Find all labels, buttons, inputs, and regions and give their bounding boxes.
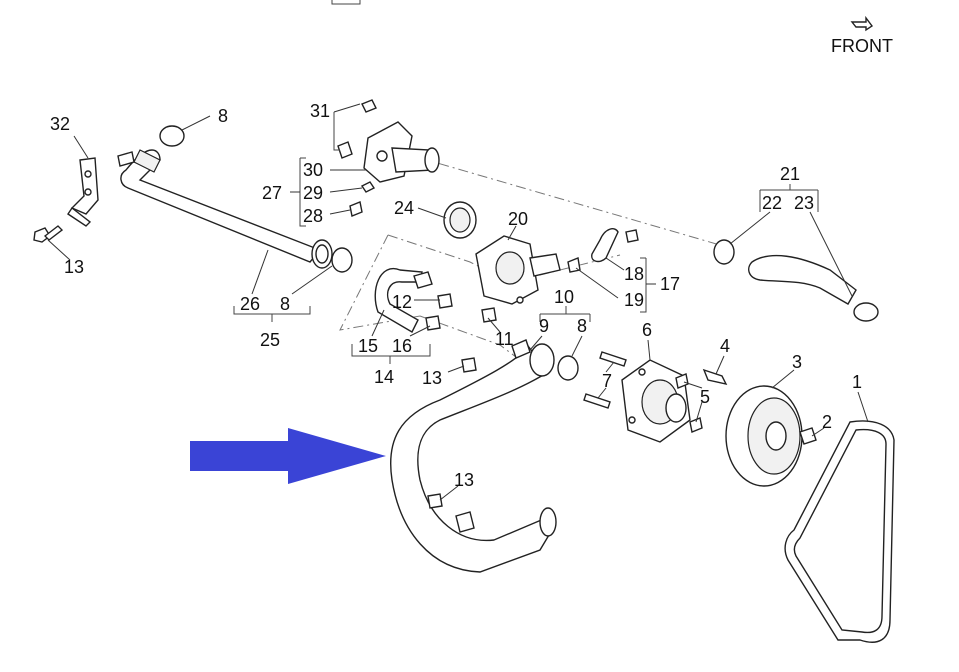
part-2-bolt: [799, 427, 817, 445]
part-8-oring-upper: [159, 125, 185, 147]
part-26-hose: [117, 149, 333, 269]
part-20-thermostat-housing: [475, 235, 561, 305]
callout-6: 6: [642, 320, 652, 340]
callout-21: 21: [780, 164, 800, 184]
part-8-oring-lower: [557, 355, 579, 381]
part-5-bolt-a: [675, 373, 689, 389]
callout-8-lower: 8: [577, 316, 587, 336]
callout-11: 11: [495, 329, 514, 349]
callout-8-mid: 8: [280, 294, 290, 314]
part-30-outlet-housing: [363, 121, 440, 183]
part-17-clamp: [625, 229, 639, 243]
part-5-bolt-b: [689, 417, 703, 433]
callout-13-mid: 13: [422, 368, 442, 388]
callout-29: 29: [303, 183, 323, 203]
callout-4: 4: [720, 336, 730, 356]
part-11-bolt-a: [437, 293, 453, 309]
part-13-bolt-mid: [461, 357, 477, 373]
callout-12: 12: [392, 292, 412, 312]
part-7-stud-lower: [583, 393, 611, 409]
callout-22: 22: [762, 193, 782, 213]
callout-23: 23: [794, 193, 814, 213]
front-label: FRONT: [831, 36, 893, 56]
part-16-clamp: [425, 315, 441, 331]
part-8-oring-mid: [331, 247, 353, 273]
part-32-bracket: [67, 157, 99, 227]
callout-28: 28: [303, 206, 323, 226]
top-edge-mark: [331, 0, 361, 5]
part-3-pulley: [725, 385, 803, 487]
indicator-arrow: [190, 428, 386, 484]
callout-30: 30: [303, 160, 323, 180]
part-7-stud-upper: [599, 351, 627, 367]
callout-7: 7: [602, 371, 612, 391]
part-12-clamp: [413, 271, 433, 289]
part-18-small-hose: [591, 228, 619, 263]
callout-labels: 1 2 3 4 5 6 7 8 8 8 9 10 11 12 13 13 13 …: [50, 101, 862, 490]
callout-17: 17: [660, 274, 680, 294]
callout-2: 2: [822, 412, 832, 432]
part-4-bolt: [702, 368, 728, 386]
callout-18: 18: [624, 264, 644, 284]
part-28-bolt: [349, 201, 363, 217]
part-29-clip: [360, 181, 376, 193]
callout-15: 15: [358, 336, 378, 356]
callout-5: 5: [700, 387, 710, 407]
leader-lines: [47, 103, 869, 501]
callout-26: 26: [240, 294, 260, 314]
callout-20: 20: [508, 209, 528, 229]
part-22-clamp: [713, 239, 735, 265]
part-24-thermostat: [443, 201, 477, 239]
part-13-bolt-lower: [427, 493, 443, 509]
callout-1: 1: [852, 372, 862, 392]
front-arrow-icon: [850, 15, 874, 32]
callout-32: 32: [50, 114, 70, 134]
callout-3: 3: [792, 352, 802, 372]
callout-31: 31: [310, 101, 330, 121]
part-15-hose: [374, 267, 423, 333]
callout-25: 25: [260, 330, 280, 350]
callout-10: 10: [554, 287, 574, 307]
part-23-hose: [713, 239, 879, 322]
callout-13-lower: 13: [454, 470, 474, 490]
callout-27: 27: [262, 183, 282, 203]
callout-9: 9: [539, 316, 549, 336]
callout-13-left: 13: [64, 257, 84, 277]
callout-14: 14: [374, 367, 394, 387]
callout-24: 24: [394, 198, 414, 218]
front-direction-indicator: FRONT: [831, 15, 893, 56]
part-31-bolts: [337, 99, 377, 159]
part-1-drive-belt: [784, 420, 895, 643]
part-11-bolt-b: [481, 307, 497, 323]
callout-16: 16: [392, 336, 412, 356]
part-13-bolt-left: [33, 225, 64, 243]
callout-19: 19: [624, 290, 644, 310]
callout-8-upper: 8: [218, 106, 228, 126]
part-9-lower-hose: [390, 339, 557, 573]
part-6-water-pump: [621, 359, 691, 443]
